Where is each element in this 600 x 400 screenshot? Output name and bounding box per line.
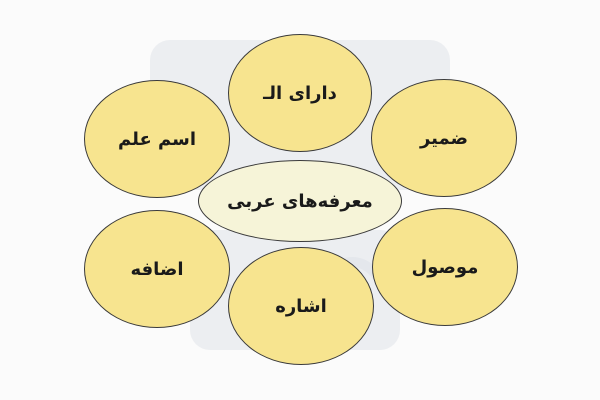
node-pronoun-label: ضمیر (419, 127, 468, 149)
node-idafa-label: اضافه (130, 258, 184, 280)
node-demonstrative-label: اشاره (275, 295, 327, 317)
node-al: دارای الـ (228, 34, 372, 152)
node-al-label: دارای الـ (263, 82, 337, 104)
node-demonstrative: اشاره (228, 247, 374, 365)
node-pronoun: ضمیر (371, 79, 517, 197)
center-node-label: معرفه‌های عربی (227, 190, 373, 212)
node-proper-noun-label: اسم علم (117, 128, 196, 150)
node-relative-label: موصول (411, 256, 479, 278)
node-idafa: اضافه (84, 210, 230, 328)
center-node: معرفه‌های عربی (198, 160, 402, 242)
node-proper-noun: اسم علم (84, 80, 230, 198)
node-relative: موصول (372, 208, 518, 326)
